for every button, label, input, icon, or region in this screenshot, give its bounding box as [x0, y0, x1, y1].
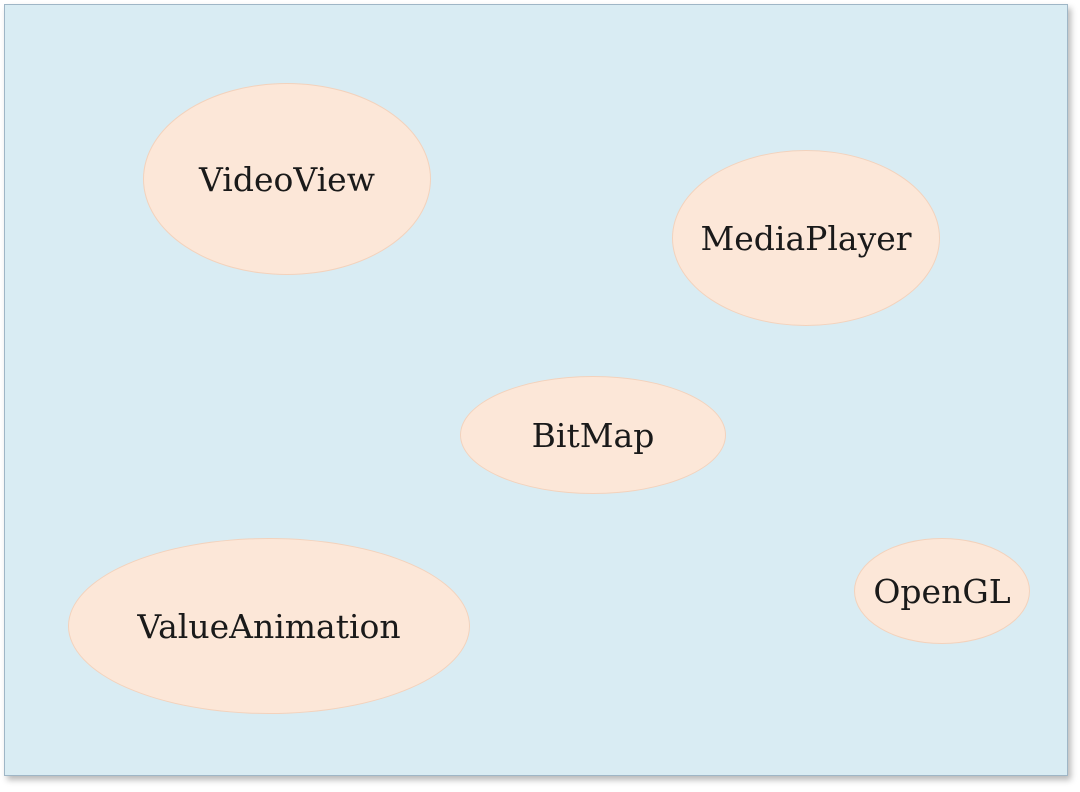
node-videoview: VideoView: [143, 83, 431, 275]
node-label: ValueAnimation: [137, 606, 401, 646]
node-label: OpenGL: [873, 571, 1011, 611]
node-label: MediaPlayer: [700, 218, 912, 258]
node-label: BitMap: [531, 415, 655, 455]
node-bitmap: BitMap: [460, 376, 726, 494]
diagram-canvas: VideoView MediaPlayer BitMap ValueAnimat…: [4, 4, 1068, 776]
node-opengl: OpenGL: [854, 538, 1030, 644]
node-mediaplayer: MediaPlayer: [672, 150, 940, 326]
node-valueanimation: ValueAnimation: [68, 538, 470, 714]
node-label: VideoView: [199, 159, 375, 199]
